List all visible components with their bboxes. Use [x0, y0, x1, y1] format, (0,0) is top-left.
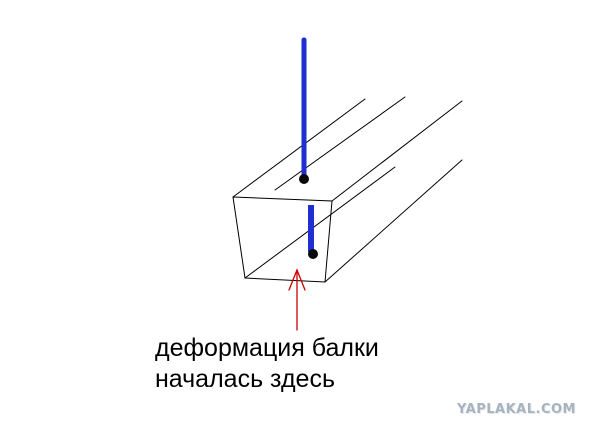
lower-rod-joint: [308, 249, 318, 259]
up-arrow-icon: [288, 268, 306, 331]
diagram-caption: деформация балки началась здесь: [155, 333, 379, 395]
beam-end-face: [232, 196, 333, 283]
beam-wireframe: [232, 96, 463, 283]
lower-rod: [308, 205, 318, 259]
caption-line-2: началась здесь: [155, 365, 335, 393]
upper-rod-joint: [299, 174, 309, 184]
beam-inner-edge-bottom: [244, 166, 396, 279]
watermark: YAPLAKAL.COM: [457, 402, 576, 417]
beam-edge-bottom-right: [324, 159, 463, 283]
caption-line-1: деформация балки: [155, 334, 379, 362]
beam-inner-edge-top: [274, 96, 406, 191]
beam-edge-top-right: [331, 100, 463, 202]
beam-edge-top-left: [232, 98, 366, 198]
upper-rod: [299, 37, 309, 184]
